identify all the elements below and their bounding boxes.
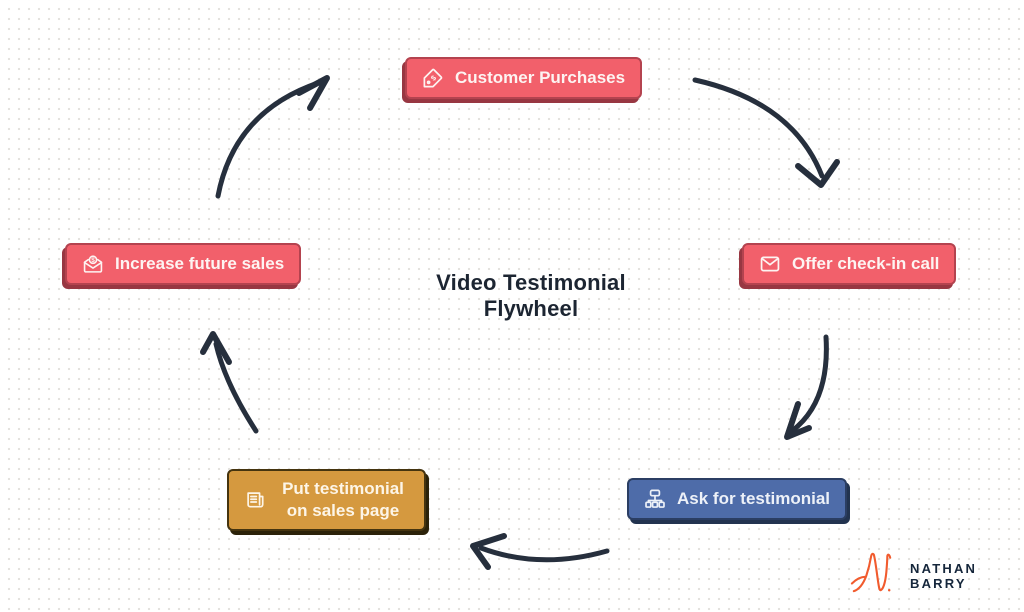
envelope-dollar-icon: $ [82, 253, 104, 275]
arrow-upper-left [215, 75, 330, 199]
arrow-bottom-left [470, 533, 610, 570]
arrow-right-down [784, 334, 829, 440]
tag-dollar-icon: $ [422, 67, 444, 89]
logo-wordmark: NATHAN BARRY [910, 560, 978, 591]
newspaper-icon [244, 489, 266, 511]
node-label: Ask for testimonial [677, 488, 831, 508]
diagram-title: Video Testimonial Flywheel [436, 270, 626, 321]
nathan-barry-logo: NATHAN BARRY [850, 549, 1024, 602]
nathan-barry-monogram-icon [850, 549, 894, 602]
node-label: Offer check-in call [792, 253, 940, 273]
node-increase-future-sales: $ Increase future sales [65, 243, 302, 285]
node-customer-purchases: $ Customer Purchases [405, 57, 643, 99]
sitemap-icon [644, 488, 666, 510]
node-label: Increase future sales [115, 253, 285, 273]
node-offer-check-in-call: Offer check-in call [742, 243, 957, 285]
node-ask-for-testimonial: Ask for testimonial [627, 478, 848, 520]
envelope-icon [759, 253, 781, 275]
svg-text:$: $ [429, 73, 438, 82]
svg-text:$: $ [91, 257, 95, 264]
node-put-testimonial-on-sales-page: Put testimonial on sales page [227, 469, 426, 531]
node-label: Put testimonial on sales page [282, 478, 404, 520]
arrow-left-up [200, 331, 259, 434]
arrow-top-right [692, 77, 840, 188]
node-label: Customer Purchases [455, 67, 626, 87]
